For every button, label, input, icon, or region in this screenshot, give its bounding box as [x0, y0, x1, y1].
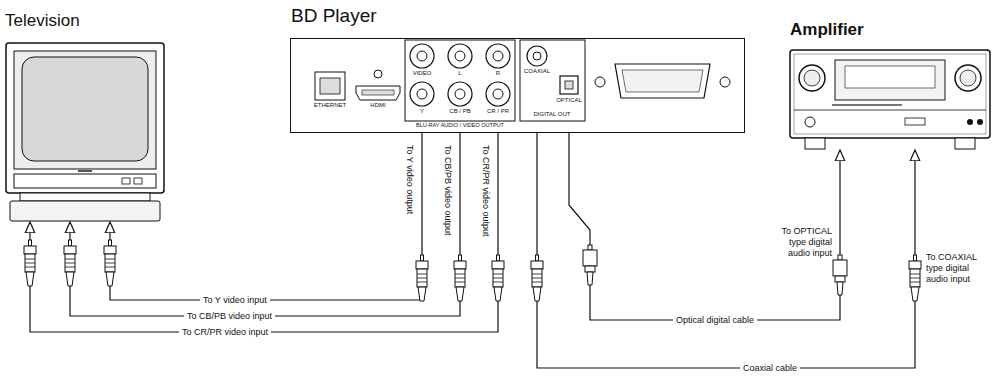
amplifier-trim: [794, 110, 986, 111]
amplifier-face: [794, 54, 986, 134]
optical-jack: [560, 76, 578, 94]
rca-jack-center: [455, 89, 465, 99]
screw-hole: [720, 77, 730, 87]
optical-plug: [583, 245, 597, 285]
d-sub-inner: [622, 70, 703, 92]
rca-jack: [410, 44, 434, 68]
amplifier-node: Amplifier: [790, 50, 990, 150]
tv-base: [10, 201, 160, 221]
rca-jack-center: [417, 51, 427, 61]
av-output-block: [405, 40, 515, 121]
tv-body: [6, 43, 164, 193]
coaxial-plug: [531, 255, 543, 301]
optical-plug: [833, 255, 847, 295]
rca-jack: [448, 82, 472, 106]
optical-jack-center: [565, 81, 573, 89]
amplifier-foot: [955, 138, 975, 149]
tv-brand-mark: [78, 170, 92, 172]
rca-plug: [24, 240, 36, 286]
amplifier-print-mark: [832, 104, 902, 106]
rca-plug: [454, 255, 466, 301]
tv-button: [134, 178, 142, 184]
power-button: [805, 117, 815, 127]
amplifier-knob: [799, 65, 825, 91]
jack-label: VIDEO: [405, 70, 439, 77]
amplifier-foot: [805, 138, 825, 149]
rca-jack: [486, 82, 510, 106]
tv-control-strip: [14, 174, 156, 188]
digital-out-block: [520, 40, 585, 121]
screw-hole: [374, 70, 382, 78]
panel-section-label: DIGITAL OUT: [521, 111, 583, 118]
cable-label: To Y video input: [200, 295, 270, 306]
port-label: HDMI: [363, 102, 393, 109]
jack-label: CR / PR: [481, 108, 515, 115]
cable-label: To CB/PB video input: [184, 311, 275, 322]
rca-jack-center: [493, 89, 503, 99]
hdmi-socket: [362, 90, 394, 95]
tv-button: [122, 178, 130, 184]
jack-label: CB / PB: [443, 108, 477, 115]
jack-label: R: [488, 70, 508, 77]
rca-jack-center: [493, 51, 503, 61]
cable-label: Optical digital cable: [673, 315, 757, 326]
plug-note: To CR/PR video output: [480, 145, 491, 237]
hdmi-port: [356, 86, 400, 100]
panel-section-label: BLU-RAY AUDIO / VIDEO OUTPUT: [405, 122, 515, 129]
node-heading: BD Player: [291, 5, 377, 28]
cable-connector: [569, 133, 840, 320]
rca-jack: [448, 44, 472, 68]
port-label: ETHERNET: [310, 102, 350, 109]
tv-stand: [20, 193, 150, 201]
television-node: Television: [5, 42, 165, 222]
coaxial-jack: [527, 46, 547, 66]
cable-label: Coaxial cable: [740, 363, 800, 374]
cable-connector: [537, 133, 915, 368]
amplifier-socket: [967, 119, 973, 125]
jack-label: Y: [412, 108, 432, 115]
amplifier-knob-center: [804, 70, 820, 86]
plug-note: To COAXIAL type digital audio input: [926, 252, 990, 284]
rca-jack-center: [417, 89, 427, 99]
amplifier-badge: [905, 118, 925, 125]
amplifier-knob-center: [960, 70, 976, 86]
jack-label: OPTICAL: [554, 97, 584, 104]
plug-note: To OPTICAL type digital audio input: [766, 226, 832, 258]
amplifier-knob: [955, 65, 981, 91]
amplifier-display: [835, 60, 945, 100]
coaxial-plug: [909, 255, 921, 301]
screw-hole: [595, 77, 605, 87]
d-sub-connector: [615, 64, 710, 98]
amplifier-screen: [845, 66, 935, 88]
rca-jack-center: [455, 51, 465, 61]
rca-plug: [416, 255, 428, 301]
cable-label: To CR/PR video input: [179, 327, 271, 338]
rca-jack: [410, 82, 434, 106]
plug-note: To CB/PB video output: [442, 145, 453, 236]
bd-player-panel: BD Player: [290, 38, 745, 133]
rca-jack: [486, 44, 510, 68]
ethernet-socket: [320, 78, 340, 94]
ethernet-port: [315, 72, 345, 100]
plug-note: To Y video output: [404, 145, 415, 214]
jack-label: L: [450, 70, 470, 77]
node-heading: Amplifier: [790, 20, 864, 40]
rca-plug: [104, 240, 116, 286]
tv-bezel: [14, 51, 156, 169]
node-heading: Television: [5, 11, 80, 31]
coaxial-jack-center: [533, 52, 541, 60]
rca-plug: [64, 240, 76, 286]
rca-plug: [492, 255, 504, 301]
tv-screen: [22, 57, 148, 161]
amplifier-socket: [977, 119, 983, 125]
jack-label: COAXIAL: [521, 68, 553, 75]
amplifier-body: [790, 50, 990, 138]
